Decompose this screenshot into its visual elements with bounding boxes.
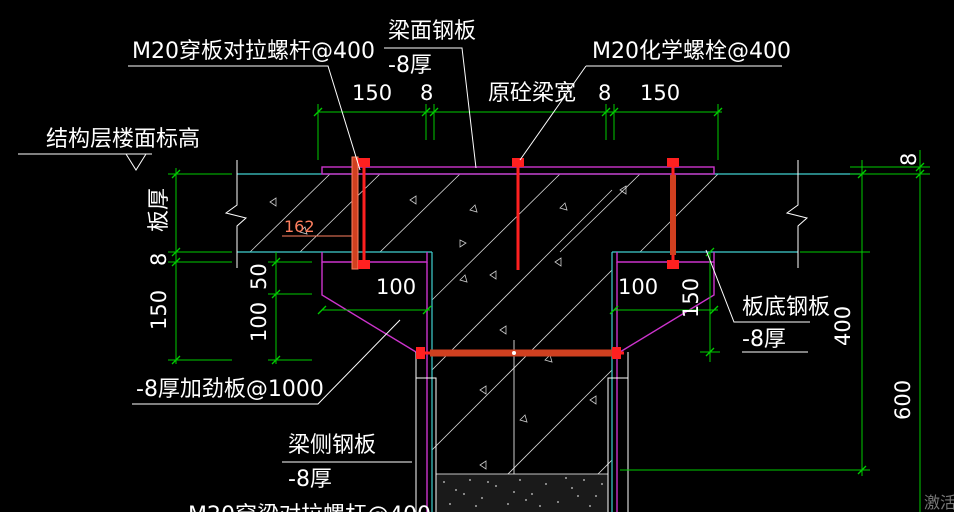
annotation-labels: M20穿板对拉螺杆@400 梁面钢板 -8厚 M20化学螺栓@400 原砼梁宽 …: [46, 19, 954, 512]
dimension-values: 150 8 8 150 100 100 8 400 600 8 150 50 1…: [147, 81, 921, 420]
dim-inner-right-100: 100: [618, 275, 658, 299]
through-bolt-right: [667, 158, 679, 269]
slab-bottom-plate-left: [321, 252, 428, 263]
label-beam-side-plate: 梁侧钢板: [288, 433, 376, 458]
dim-left-50: 50: [247, 263, 271, 290]
dim-right-600: 600: [891, 380, 915, 420]
dim-top-left-8: 8: [420, 81, 433, 105]
beam-bottom-fill: [436, 473, 608, 512]
dim-inner-left-100: 100: [376, 275, 416, 299]
slab-bottom-plate-right: [616, 252, 715, 263]
dim-top-right-8: 8: [598, 81, 611, 105]
dim-left-150: 150: [147, 290, 171, 330]
label-original-beam-width: 原砼梁宽: [488, 81, 576, 106]
hatch-lines: [249, 174, 718, 512]
dim-left-100: 100: [247, 302, 271, 342]
stiffener-right: [619, 262, 715, 353]
stiffener-left: [321, 262, 417, 353]
label-through-bolt: M20穿板对拉螺杆@400: [132, 39, 375, 64]
label-chemical-bolt: M20化学螺栓@400: [592, 39, 791, 64]
label-stiffener: -8厚加劲板@1000: [136, 377, 324, 402]
dim-left-8: 8: [147, 253, 171, 266]
label-floor-level: 结构层楼面标高: [46, 127, 200, 152]
dim-inner-right-150: 150: [679, 278, 703, 318]
dimension-lines: [168, 104, 930, 512]
label-slab-bottom-plate: 板底钢板: [742, 295, 830, 320]
chemical-bolt: [512, 158, 524, 270]
bolts: [351, 156, 679, 359]
dim-top-left-150: 150: [352, 81, 392, 105]
dim-right-400: 400: [831, 306, 855, 346]
label-beam-top-plate-thk: -8厚: [388, 53, 432, 78]
beam-through-bolt: [416, 347, 624, 359]
leader-lines: [18, 47, 810, 463]
label-bottom-cut-text: M20穿梁对拉螺杆@400: [188, 503, 431, 512]
label-beam-side-plate-thk: -8厚: [288, 467, 332, 492]
label-slab-thickness: 板厚: [147, 188, 172, 232]
dim-right-8: 8: [897, 153, 921, 166]
label-slab-bottom-plate-thk: -8厚: [742, 327, 786, 352]
dim-red-162: 162: [284, 217, 315, 236]
dim-top-right-150: 150: [640, 81, 680, 105]
break-lines: [224, 160, 809, 268]
label-beam-top-plate: 梁面钢板: [388, 19, 476, 44]
watermark-text: 激活: [924, 493, 954, 512]
through-bolt-left: [351, 156, 370, 270]
